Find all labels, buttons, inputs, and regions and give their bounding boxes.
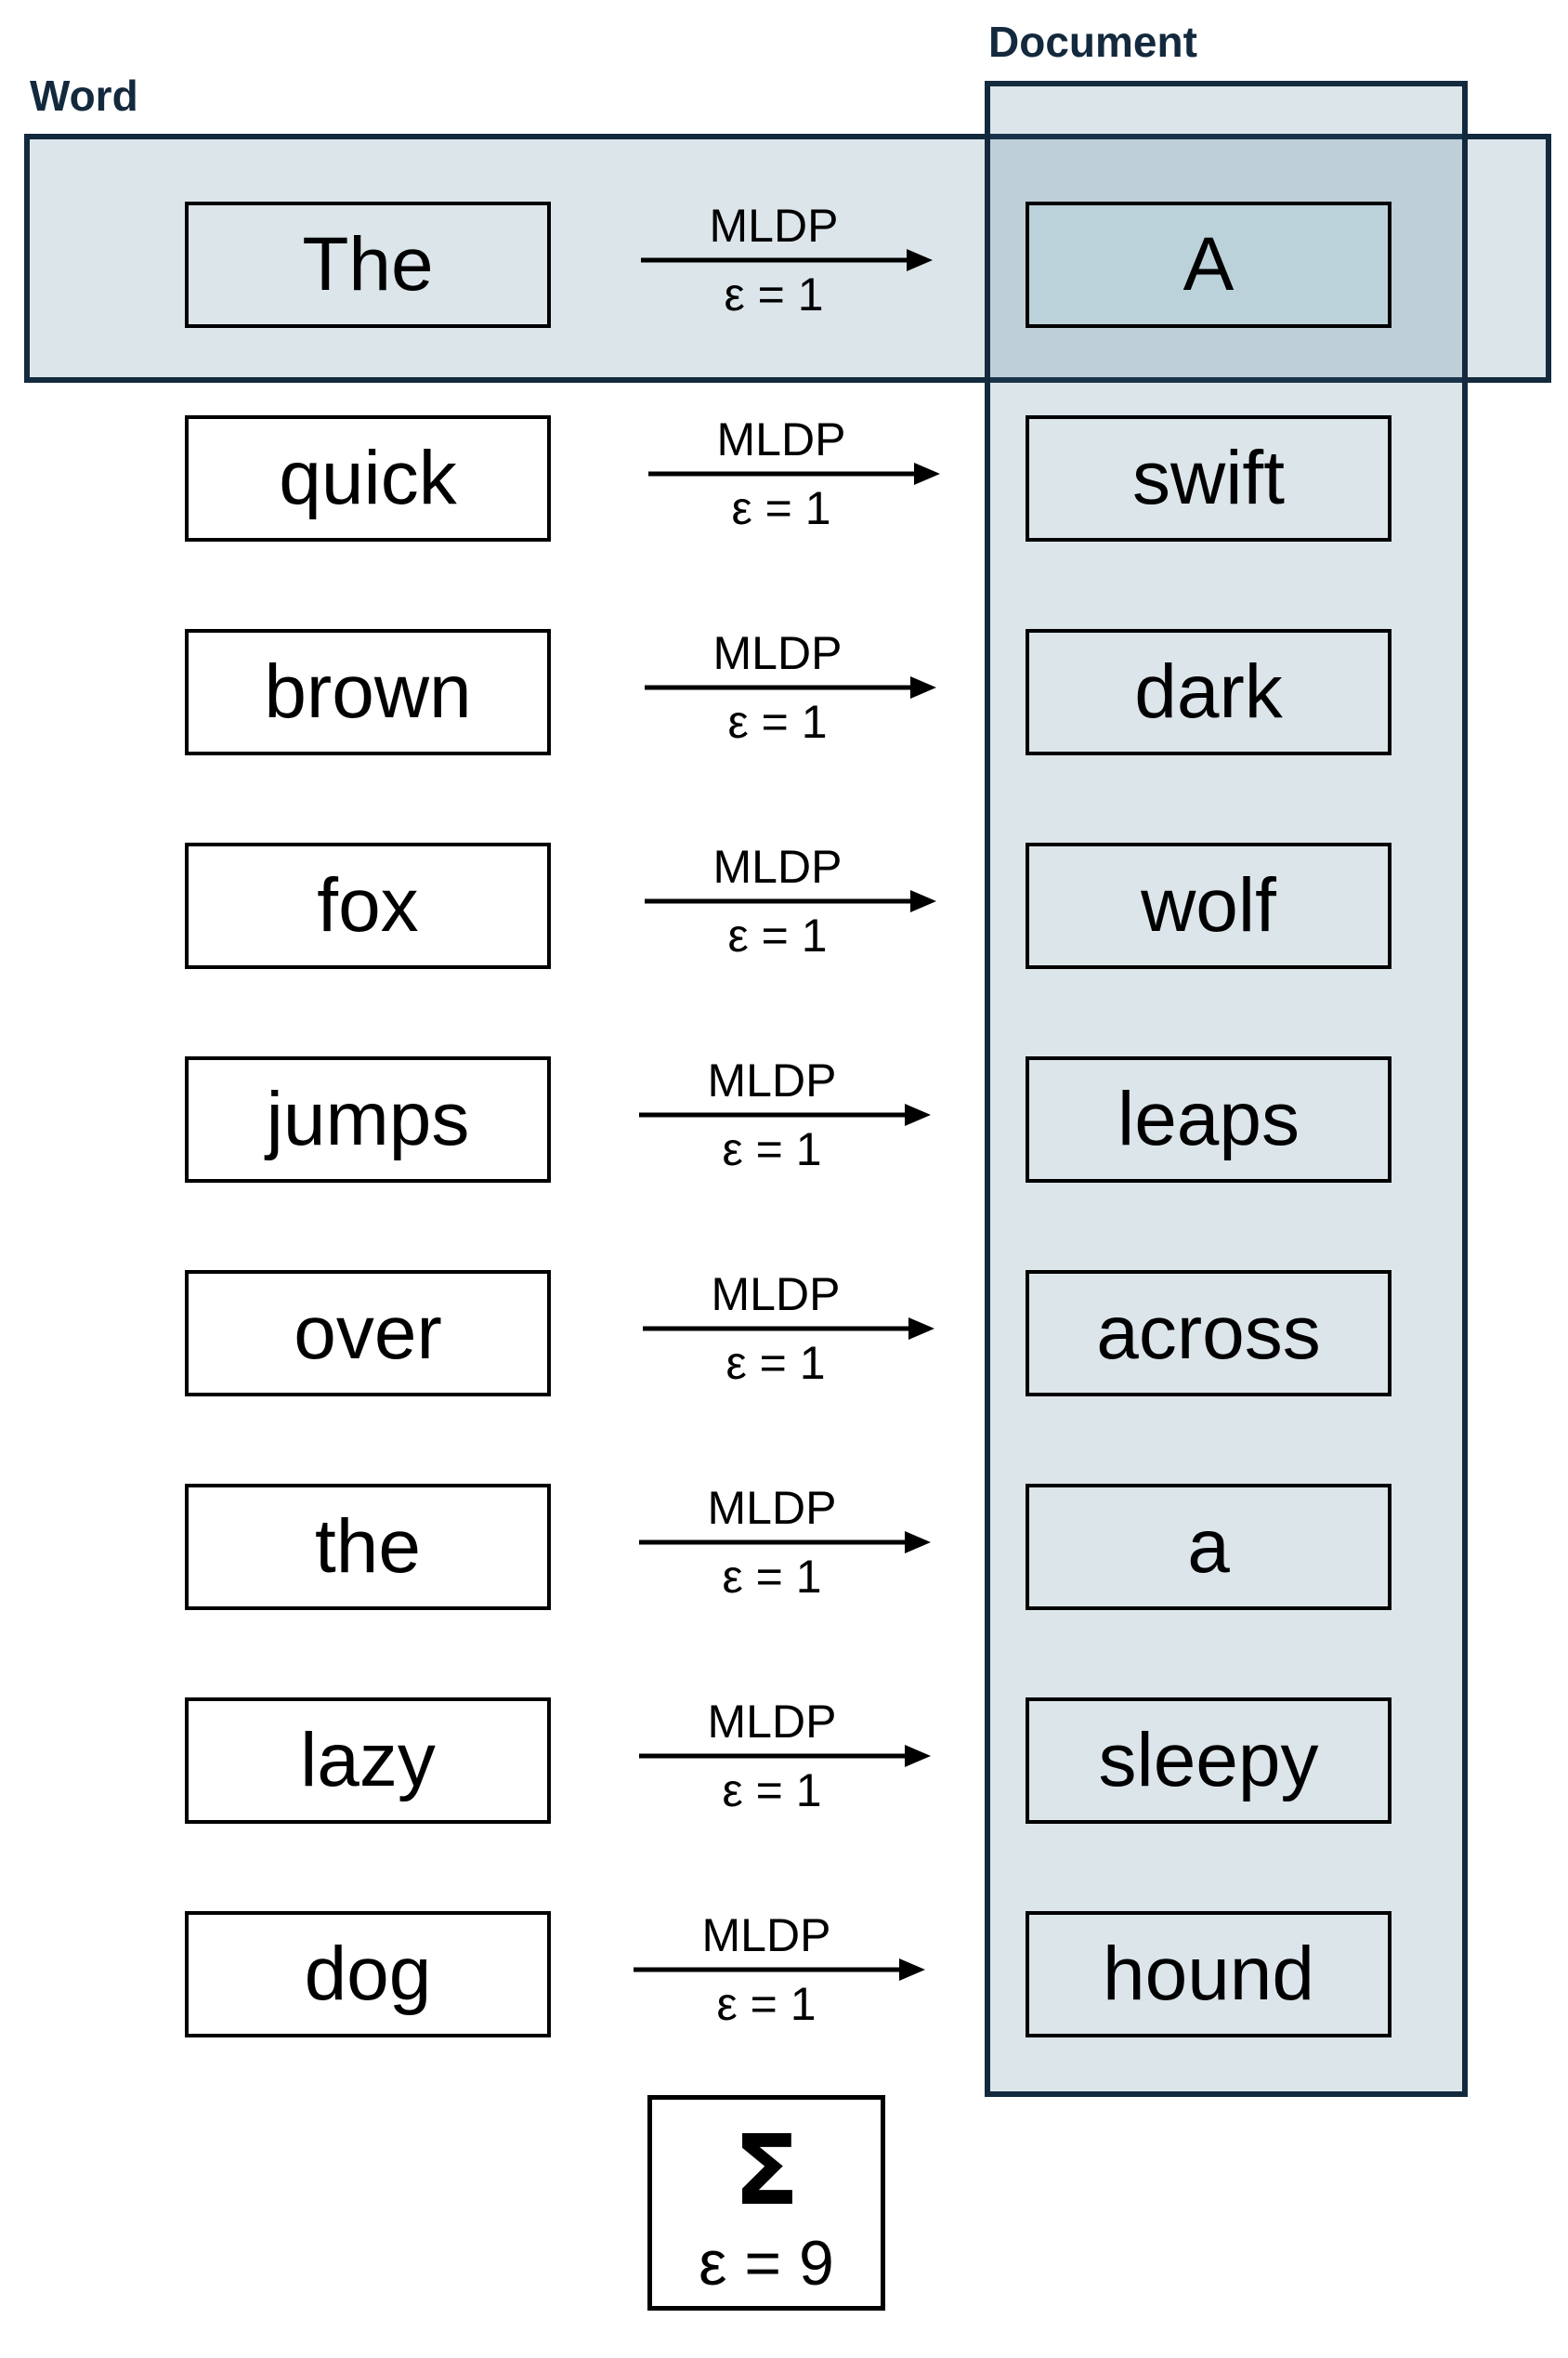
epsilon-label: ε = 1 <box>725 1337 826 1389</box>
mechanism-label: MLDP <box>712 627 843 679</box>
epsilon-label: ε = 1 <box>716 1978 817 2030</box>
source-word-box: fox <box>185 843 551 969</box>
total-epsilon-label: ε = 9 <box>699 2228 834 2299</box>
source-word-box: lazy <box>185 1697 551 1824</box>
mechanism-label: MLDP <box>707 1696 837 1748</box>
sum-symbol: Σ <box>733 2114 800 2227</box>
privatized-word-box: dark <box>1026 629 1392 755</box>
mechanism-label: MLDP <box>716 413 846 465</box>
mldp-arrow <box>648 463 940 485</box>
privatized-word-box: leaps <box>1026 1056 1392 1183</box>
mechanism-label: MLDP <box>707 1055 837 1107</box>
source-word-box: quick <box>185 415 551 542</box>
mldp-arrow <box>639 1531 931 1553</box>
mldp-arrow <box>645 676 936 699</box>
mechanism-label: MLDP <box>711 1268 841 1320</box>
mldp-arrow <box>641 249 933 271</box>
privatized-word-box: hound <box>1026 1911 1392 2037</box>
document-header: Document <box>988 18 1197 66</box>
epsilon-sum-box: Σ ε = 9 <box>647 2095 885 2311</box>
epsilon-label: ε = 1 <box>722 1551 822 1603</box>
epsilon-label: ε = 1 <box>722 1764 822 1816</box>
privatized-word-box: sleepy <box>1026 1697 1392 1824</box>
source-word-box: the <box>185 1484 551 1610</box>
epsilon-label: ε = 1 <box>727 910 828 962</box>
privatized-word-box: wolf <box>1026 843 1392 969</box>
mechanism-label: MLDP <box>712 841 843 893</box>
privatized-word-box: across <box>1026 1270 1392 1396</box>
mldp-arrow <box>645 890 936 912</box>
source-word-box: over <box>185 1270 551 1396</box>
mechanism-label: MLDP <box>709 200 839 252</box>
epsilon-label: ε = 1 <box>722 1123 822 1175</box>
source-word-box: The <box>185 202 551 328</box>
epsilon-label: ε = 1 <box>724 269 824 321</box>
mechanism-label: MLDP <box>707 1482 837 1534</box>
privatized-word-box: A <box>1026 202 1392 328</box>
source-word-box: brown <box>185 629 551 755</box>
source-word-box: jumps <box>185 1056 551 1183</box>
mechanism-label: MLDP <box>701 1909 831 1961</box>
epsilon-label: ε = 1 <box>727 696 828 748</box>
epsilon-label: ε = 1 <box>731 482 831 534</box>
word-header: Word <box>30 72 138 120</box>
privatized-word-box: a <box>1026 1484 1392 1610</box>
mldp-arrow <box>634 1958 925 1981</box>
source-word-box: dog <box>185 1911 551 2037</box>
mldp-arrow <box>643 1317 934 1340</box>
mldp-arrow <box>639 1745 931 1767</box>
mldp-arrow <box>639 1104 931 1126</box>
privatized-word-box: swift <box>1026 415 1392 542</box>
